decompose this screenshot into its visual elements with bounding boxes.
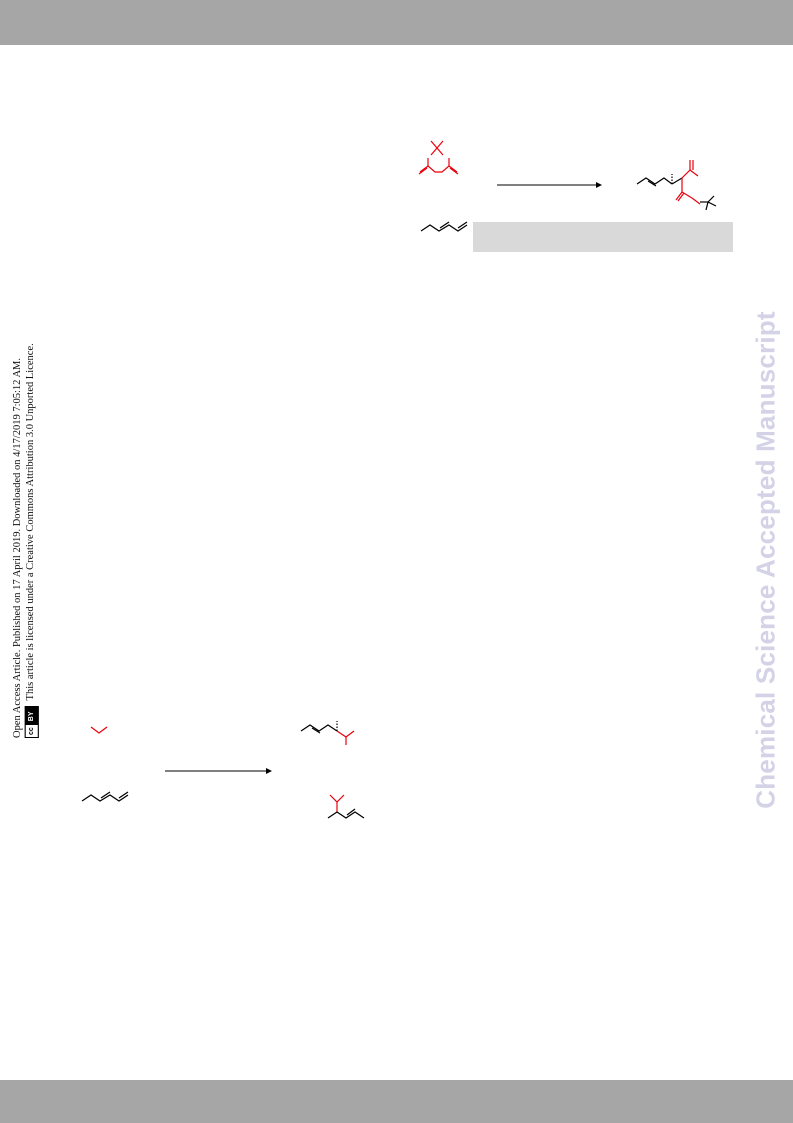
diene-double-2 [457,221,468,229]
reagent-structure-bottom [90,726,108,734]
scheme-caption-box [473,222,733,252]
product-structure-bottom-1 [300,721,355,745]
reaction-arrow-icon [497,182,602,188]
header-bar [0,0,793,45]
carbonyl-right-double [449,167,459,175]
carbonyl-left-bond [419,165,429,173]
license-text[interactable]: This article is licensed under a Creativ… [25,343,36,701]
ring-backbone [427,158,450,173]
reaction-arrow-icon [165,768,272,774]
diene-structure-top [420,224,468,232]
tbutyl-lower-right-bond [436,147,444,156]
reagent-structure-top [418,140,459,175]
diene-double-3 [100,791,111,799]
publication-line: Open Access Article. Published on 17 Apr… [11,357,23,738]
manuscript-watermark: Chemical Science Accepted Manuscript [750,311,781,809]
tbutyl-upper-bond [430,140,444,149]
footer-bar [0,1080,793,1123]
license-line: cc BY This article is licensed under a C… [24,278,39,738]
tbutyl-lower-left-bond [430,147,438,156]
product-structure-bottom-2 [327,794,365,819]
creative-commons-by-icon[interactable]: cc BY [24,706,39,738]
diene-double-4 [118,791,129,799]
diene-double-1 [439,221,450,229]
carbonyl-left-double [418,167,428,175]
carbonyl-right-bond [448,165,458,173]
diene-structure-bottom [81,794,129,802]
license-notice: Open Access Article. Published on 17 Apr… [12,278,39,738]
product-structure-top [636,160,717,211]
